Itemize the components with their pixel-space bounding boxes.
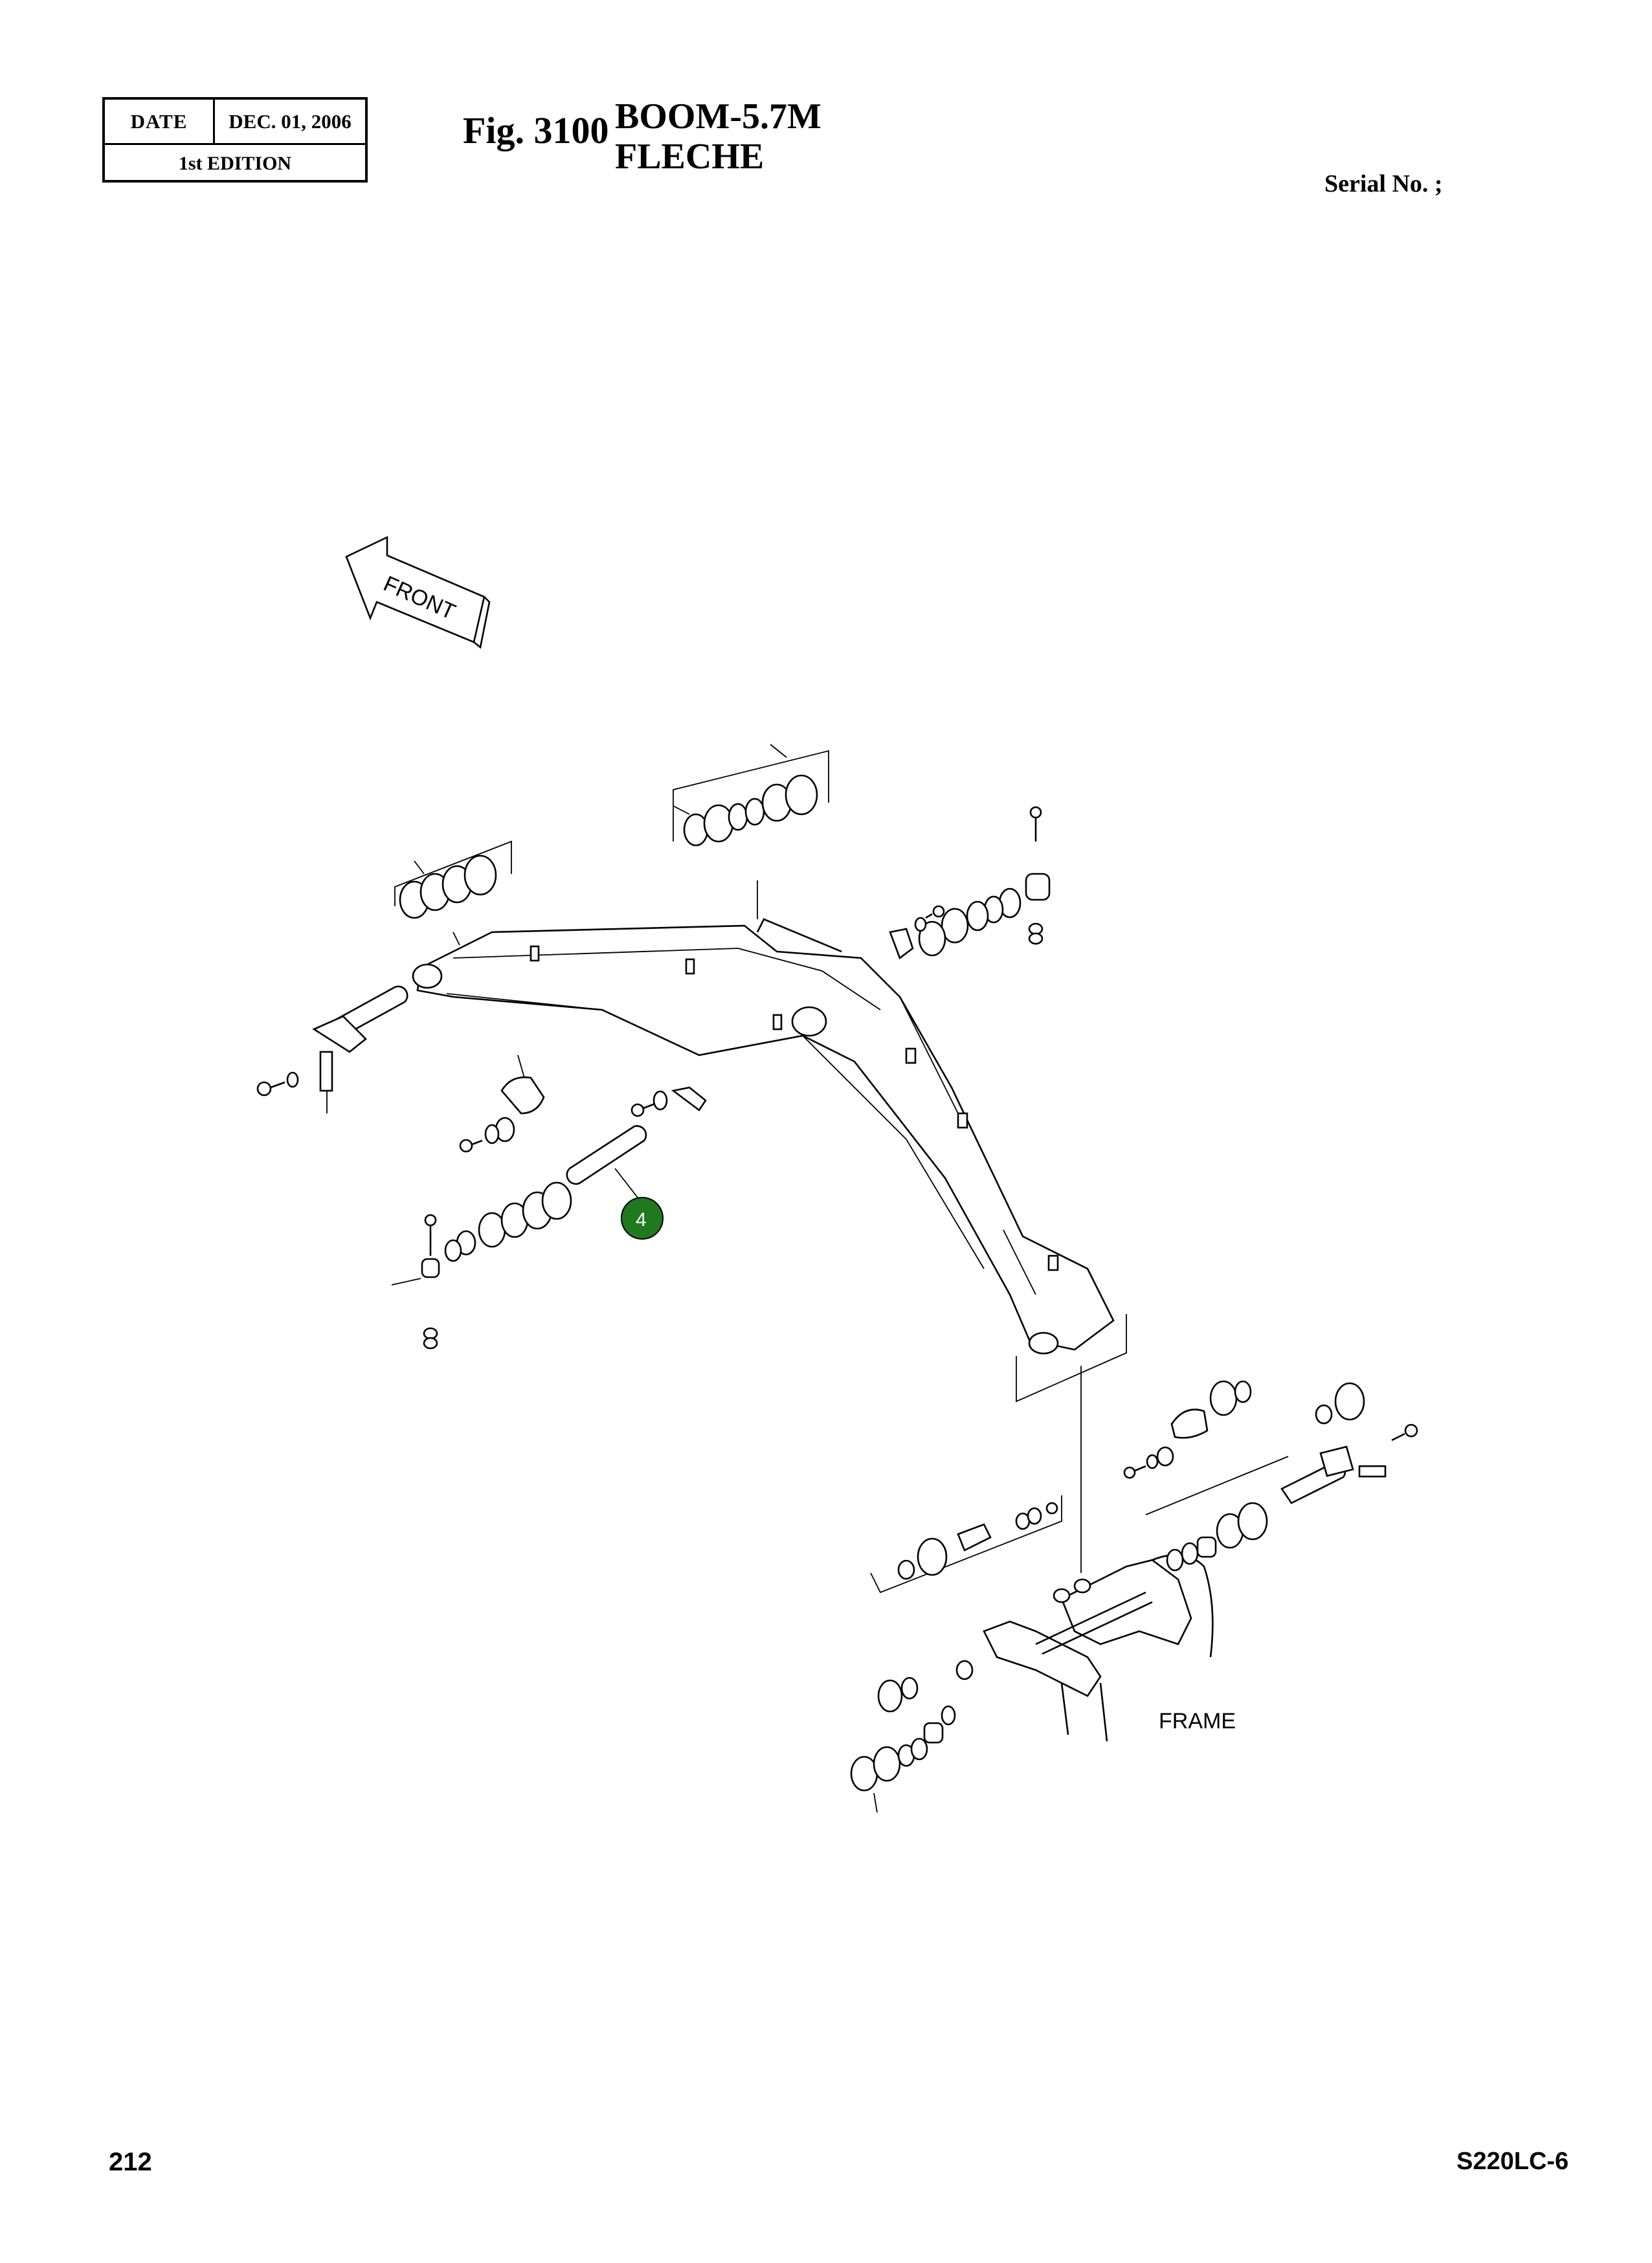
edition-label: 1st EDITION — [178, 153, 292, 174]
date-value: DEC. 01, 2006 — [229, 109, 352, 133]
date-row: DATE DEC. 01, 2006 — [105, 100, 365, 145]
page-number: 212 — [109, 2148, 152, 2176]
callout-marker[interactable] — [621, 1197, 664, 1240]
callout-number[interactable]: 4 — [636, 1209, 647, 1231]
washer-group-top-left — [394, 840, 512, 946]
washer-group-lower-right — [870, 1382, 1418, 1594]
washer-group-lower-left — [391, 1181, 572, 1350]
cover-cap-right — [1123, 1380, 1252, 1479]
washer-group-frame-left — [850, 1677, 956, 1813]
serial-number-label: Serial No. ; — [1324, 170, 1443, 197]
washer-group-top-center — [673, 744, 829, 919]
boom-foot-pin-left — [256, 985, 408, 1113]
model-number: S220LC-6 — [1457, 2148, 1569, 2175]
boom-body — [412, 918, 1115, 1355]
clamp-bracket-middle — [631, 1086, 707, 1117]
front-direction-arrow: FRONT — [345, 535, 491, 649]
figure-title-english: BOOM-5.7M — [615, 96, 821, 137]
figure-number: Fig. 3100 — [463, 109, 609, 151]
figure-title-french: FLECHE — [615, 137, 765, 177]
boom-cylinder-pin: 4 — [566, 1125, 664, 1240]
frame-label: FRAME — [1159, 1709, 1236, 1733]
date-label: DATE — [105, 100, 215, 143]
pin-assembly-upper-right — [889, 806, 1051, 960]
upper-frame-mount: FRAME — [955, 1314, 1236, 1742]
date-edition-box: DATE DEC. 01, 2006 1st EDITION — [102, 97, 368, 183]
cover-cap-left — [459, 1054, 545, 1153]
